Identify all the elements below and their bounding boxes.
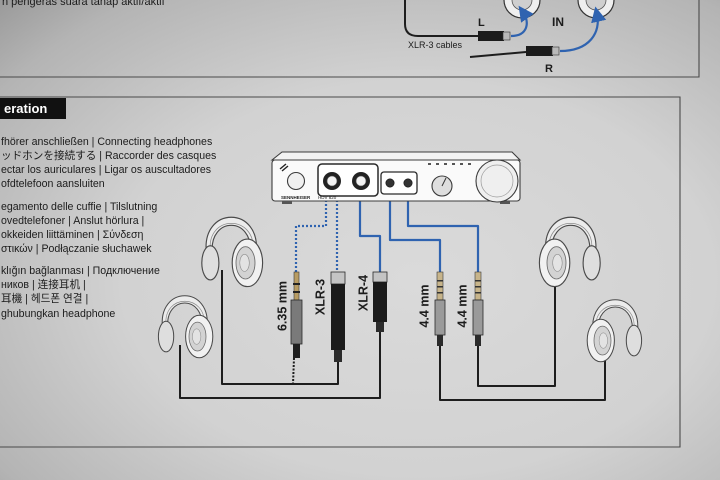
socket-44-b-icon (403, 178, 413, 188)
speaker-connection-diagram: L IN XLR-3 cables R (404, 0, 615, 75)
headphone-cable (439, 345, 606, 401)
plug-44-a-cable (388, 190, 442, 272)
amplifier-foot (500, 201, 510, 204)
upper-caption-fragment: n pengeras suara tanap aktif/aktif (2, 0, 166, 8)
instruction-line: ectar los auriculares | Ligar os auscult… (1, 164, 211, 176)
indicator-leds (428, 163, 471, 165)
left-xlr-plug-icon (478, 31, 504, 41)
headphone-cable (477, 270, 556, 387)
section-header-tab (0, 98, 66, 119)
headphone-cables (179, 270, 606, 401)
headphones-icon (157, 295, 214, 359)
jack-635-plug-icon (290, 271, 303, 358)
adapter-cable (292, 357, 295, 385)
instruction-line: 耳機 | 헤드폰 연결 | (1, 292, 88, 305)
amplifier-brand: SENNHEISER (281, 195, 311, 200)
upper-section-frame (0, 0, 700, 78)
xlr4-plug-icon (372, 271, 388, 332)
cables-label: XLR-3 cables (408, 40, 463, 50)
socket-44-a-icon (385, 178, 395, 188)
operation-section: eration fhörer anschließen | Connecting … (0, 96, 681, 448)
xlr4-label: XLR-4 (356, 275, 370, 311)
xlr3-label: XLR-3 (313, 279, 327, 315)
headphone-cable (221, 270, 339, 385)
amplifier-icon: SENNHEISER HDV 820 (270, 151, 522, 204)
left-channel-label: L (478, 17, 485, 29)
right-xlr-plug-icon (526, 46, 553, 56)
xlr4-cable (358, 192, 382, 272)
headphone-cable (179, 332, 381, 399)
amplifier-foot (282, 201, 292, 204)
left-xlr-plug-tip (502, 31, 511, 41)
headphones-icon (586, 299, 643, 363)
instruction-text: fhörer anschließen | Connecting headphon… (1, 136, 216, 320)
volume-knob-icon (475, 159, 519, 203)
left-xlr-cable (404, 0, 478, 37)
input-label: IN (552, 15, 564, 29)
upper-section: n pengeras suara tanap aktif/aktif L IN … (0, 0, 700, 78)
instruction-line: ovedtelefoner | Anslut hörlura | (1, 215, 144, 227)
operation-section-frame (0, 96, 681, 448)
plug-44-b-icon (472, 271, 484, 346)
right-channel-label: R (545, 63, 553, 75)
plug-44-a-icon (434, 271, 446, 346)
right-xlr-plug-tip (551, 46, 560, 56)
plug-44-b-label: 4.4 mm (455, 284, 469, 327)
instruction-line: ッドホンを接続する | Raccorder des casques (1, 149, 216, 162)
xlr3-plug-icon (330, 271, 346, 362)
instruction-line: fhörer anschließen | Connecting headphon… (1, 136, 212, 148)
power-button-icon (286, 171, 306, 191)
instruction-line: ofdtelefoon aansluiten (1, 178, 105, 190)
device-cables (294, 190, 480, 272)
plug-44-a-label: 4.4 mm (417, 284, 431, 327)
headphones-icon (201, 216, 264, 288)
instruction-line: ников | 连接耳机 | (1, 278, 86, 291)
right-arrow-icon (559, 6, 607, 53)
pentaconn-panel (380, 171, 418, 195)
sennheiser-logo-icon (279, 163, 289, 172)
left-arrow-icon (510, 5, 534, 38)
plug-44-b-cable (406, 190, 480, 272)
jack-635-label: 6.35 mm (275, 281, 289, 331)
amplifier-model: HDV 820 (318, 195, 337, 200)
headphones-icon (538, 216, 601, 288)
jack-635-cable (294, 192, 328, 272)
instruction-line: egamento delle cuffie | Tilslutning (1, 201, 157, 213)
instruction-line: okkeiden liittäminen | Σύνδεση (1, 229, 143, 241)
instruction-line: στικών | Podłączanie słuchawek (1, 243, 152, 255)
instruction-line: klığın bağlanması | Подключение (1, 265, 160, 277)
section-header: eration (4, 101, 47, 116)
amplifier-top (270, 151, 522, 161)
right-xlr-cable (469, 51, 527, 58)
instruction-line: ghubungkan headphone (1, 308, 115, 320)
